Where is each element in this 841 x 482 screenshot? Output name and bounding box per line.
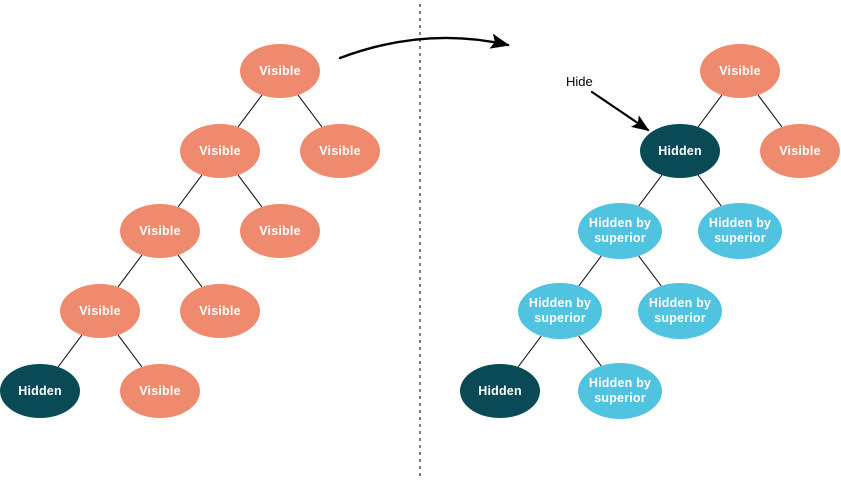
left-tree-node-visible[interactable]: Visible [120,204,200,258]
node-label: Hidden [18,383,62,398]
tree-edge [117,334,143,368]
node-label: Visible [319,143,361,158]
tree-edge [578,255,602,287]
node-label: Hidden by superior [588,216,652,245]
left-tree-node-hidden[interactable]: Hidden [0,364,80,418]
node-label: Hidden by superior [588,376,652,405]
left-tree-node-visible[interactable]: Visible [60,284,140,338]
tree-edge [757,94,783,128]
right-tree-node-hidden-by-superior[interactable]: Hidden by superior [698,203,782,259]
right-tree-node-hidden-by-superior[interactable]: Hidden by superior [518,283,602,339]
node-label: Visible [139,223,181,238]
tree-edge [638,255,662,287]
left-tree-node-visible[interactable]: Visible [180,124,260,178]
node-label: Visible [199,143,241,158]
left-tree-node-visible[interactable]: Visible [120,364,200,418]
node-label: Visible [199,303,241,318]
left-tree-node-visible[interactable]: Visible [240,204,320,258]
hide-annotation-label: Hide [566,74,593,89]
tree-edge [578,335,602,367]
tree-edge [237,174,263,208]
node-label: Visible [719,63,761,78]
left-tree-node-visible[interactable]: Visible [300,124,380,178]
node-label: Visible [79,303,121,318]
left-tree-node-visible[interactable]: Visible [240,44,320,98]
right-tree-node-hidden[interactable]: Hidden [640,124,720,178]
hide-pointer-arrow [590,90,650,132]
tree-edge [57,334,83,368]
node-label: Visible [259,63,301,78]
right-tree-node-hidden-by-superior[interactable]: Hidden by superior [578,203,662,259]
right-tree-node-hidden-by-superior[interactable]: Hidden by superior [638,283,722,339]
node-label: Hidden by superior [708,216,772,245]
right-tree-node-visible[interactable]: Visible [700,44,780,98]
node-label: Hidden by superior [648,296,712,325]
tree-edge [117,254,143,288]
node-label: Hidden by superior [528,296,592,325]
right-tree-node-visible[interactable]: Visible [760,124,840,178]
tree-edge [638,174,663,207]
tree-edge [697,94,723,128]
tree-edge [517,335,542,368]
right-tree-node-hidden[interactable]: Hidden [460,364,540,418]
tree-edge [697,174,722,207]
node-label: Hidden [658,143,702,158]
tree-edge [177,254,203,288]
node-label: Visible [779,143,821,158]
node-label: Visible [139,383,181,398]
transition-curved-arrow [338,33,510,60]
right-tree-node-hidden-by-superior[interactable]: Hidden by superior [578,363,662,419]
node-label: Visible [259,223,301,238]
tree-edge [177,174,203,208]
tree-edge [297,94,323,128]
tree-edge [237,94,263,128]
node-label: Hidden [478,383,522,398]
left-tree-node-visible[interactable]: Visible [180,284,260,338]
